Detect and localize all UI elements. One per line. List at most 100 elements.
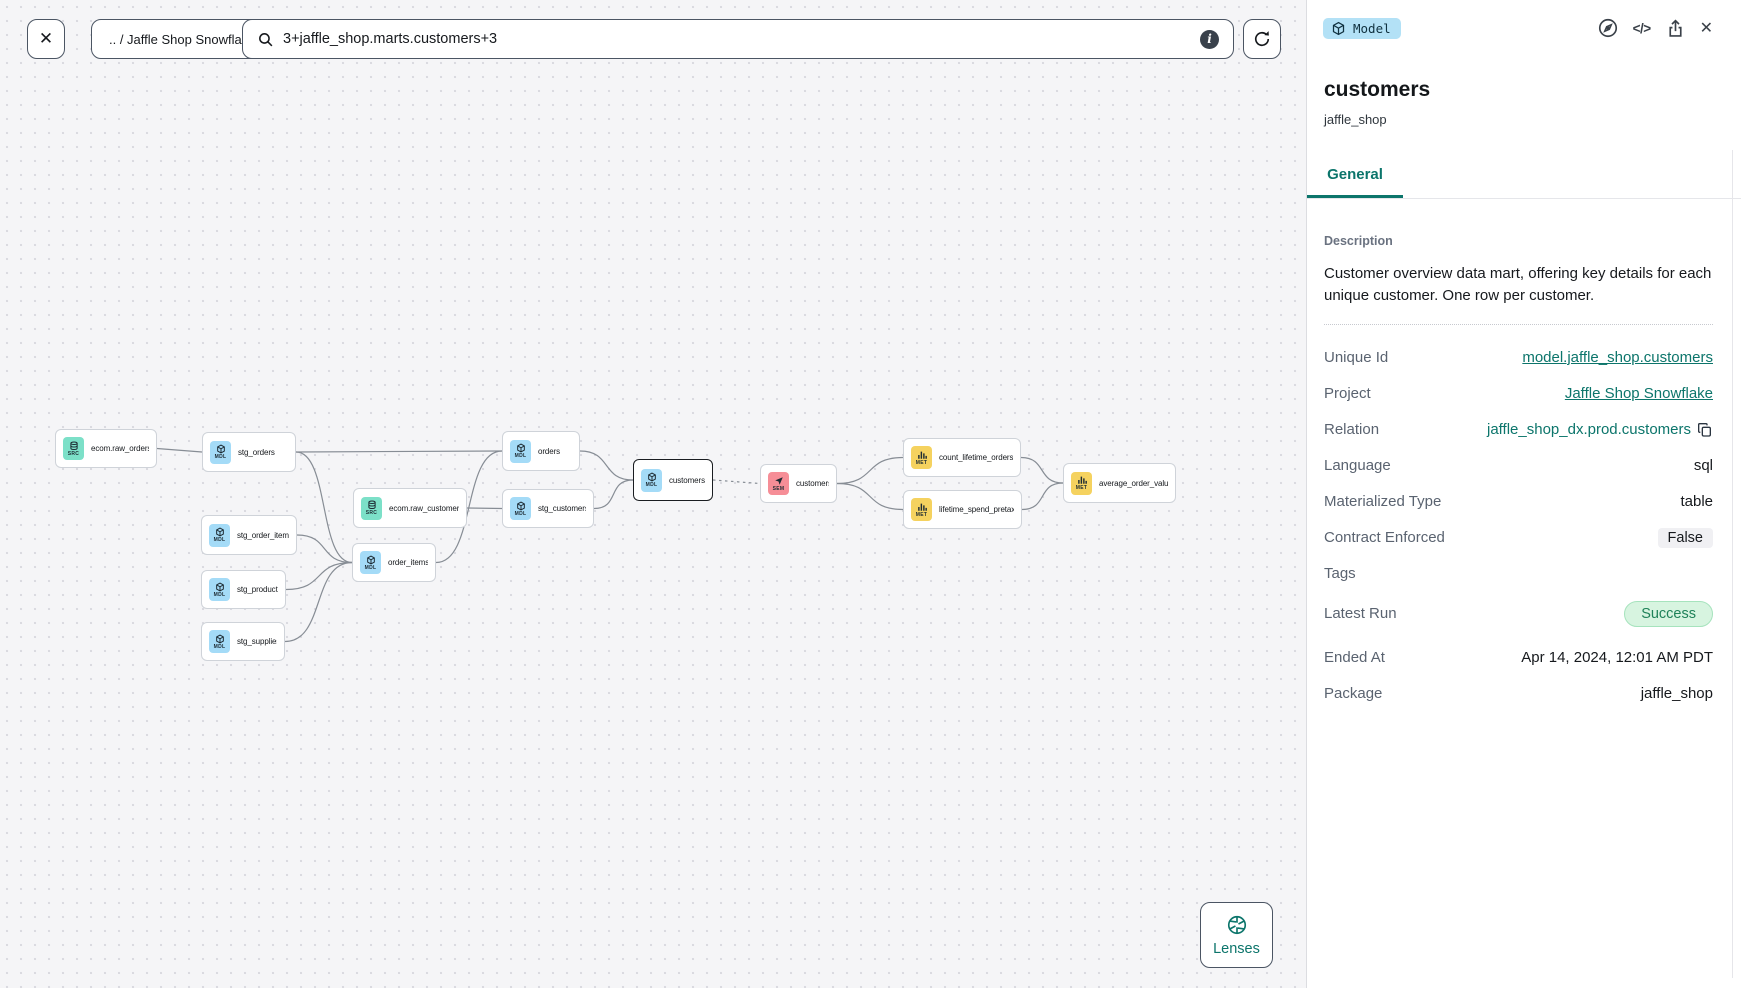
close-panel-icon[interactable]: ✕ bbox=[1699, 20, 1713, 37]
description-text: Customer overview data mart, offering ke… bbox=[1324, 265, 1712, 304]
node-label: count_lifetime_orders bbox=[939, 453, 1013, 462]
edge-customers_sem-to-count_lifetime_orders bbox=[836, 456, 904, 485]
field-label-contract-enforced: Contract Enforced bbox=[1324, 529, 1445, 546]
bar-chart-icon: MET bbox=[1071, 471, 1092, 495]
panel-actions: </> ✕ bbox=[1597, 17, 1713, 39]
copy-icon[interactable] bbox=[1697, 422, 1713, 438]
search-input[interactable] bbox=[283, 31, 1200, 47]
edge-order_items-to-orders bbox=[435, 450, 503, 564]
lenses-label: Lenses bbox=[1213, 940, 1260, 957]
node-label: stg_products bbox=[237, 585, 278, 594]
field-value-materialized-type: table bbox=[1680, 493, 1713, 510]
field-label-language: Language bbox=[1324, 457, 1391, 474]
model-type-badge: Model bbox=[1323, 17, 1401, 39]
edge-stg_order_items-to-order_items bbox=[296, 534, 353, 564]
field-value-language: sql bbox=[1693, 457, 1713, 474]
cube-icon bbox=[1331, 21, 1346, 36]
field-row-package: Package jaffle_shop bbox=[1324, 683, 1713, 705]
cube-icon: MDL bbox=[209, 630, 230, 653]
divider bbox=[1324, 323, 1713, 325]
node-label: orders bbox=[538, 446, 561, 456]
node-label: lifetime_spend_pretax bbox=[939, 505, 1014, 514]
explore-compass-icon[interactable] bbox=[1597, 17, 1619, 39]
node-label: stg_supplies bbox=[237, 637, 277, 646]
edge-stg_orders-to-order_items bbox=[295, 451, 353, 564]
field-value-latest-run: Success bbox=[1624, 600, 1713, 627]
database-icon: SRC bbox=[63, 437, 84, 460]
search-icon bbox=[257, 31, 274, 48]
lineage-node-stg_products[interactable]: MDL stg_products bbox=[201, 570, 286, 609]
field-row-tags: Tags bbox=[1324, 563, 1713, 585]
close-icon: ✕ bbox=[38, 29, 54, 48]
edge-count_lifetime_orders-to-average_order_value bbox=[1020, 456, 1064, 484]
field-label-latest-run: Latest Run bbox=[1324, 605, 1397, 622]
field-label-relation: Relation bbox=[1324, 421, 1380, 438]
lineage-node-customers[interactable]: MDL customers bbox=[633, 459, 713, 501]
edge-stg_orders-to-orders bbox=[295, 450, 503, 453]
cube-icon: MDL bbox=[641, 468, 662, 492]
cube-icon: MDL bbox=[209, 578, 230, 601]
lineage-node-customers_sem[interactable]: SEM customers bbox=[760, 464, 837, 503]
lineage-topbar: ✕ .. / Jaffle Shop Snowflake i bbox=[0, 0, 1306, 80]
refresh-button[interactable] bbox=[1243, 19, 1281, 59]
lenses-aperture-icon bbox=[1226, 914, 1248, 936]
node-label: average_order_value bbox=[1099, 478, 1168, 488]
database-icon: SRC bbox=[361, 496, 382, 520]
share-icon[interactable] bbox=[1665, 18, 1686, 39]
node-label: stg_orders bbox=[238, 447, 275, 457]
send-icon: SEM bbox=[768, 472, 789, 495]
edge-customers_sem-to-lifetime_spend_pretax bbox=[836, 482, 904, 511]
lineage-edges bbox=[156, 447, 1064, 643]
field-value-relation: jaffle_shop_dx.prod.customers bbox=[1487, 421, 1713, 438]
field-value-relation: jaffle_shop_dx.prod.customers bbox=[1486, 421, 1691, 438]
lineage-node-lifetime_spend_pretax[interactable]: MET lifetime_spend_pretax bbox=[903, 490, 1022, 529]
field-value-package: jaffle_shop bbox=[1640, 685, 1713, 702]
tab-general[interactable]: General bbox=[1307, 166, 1403, 198]
panel-tabs: General bbox=[1307, 166, 1741, 199]
field-label-package: Package bbox=[1324, 685, 1383, 702]
panel-subtitle: jaffle_shop bbox=[1324, 112, 1387, 127]
badge-label: Model bbox=[1353, 20, 1391, 36]
page-title: customers bbox=[1324, 78, 1431, 101]
edge-ecom.raw_orders-to-stg_orders bbox=[156, 447, 203, 453]
edge-stg_supplies-to-order_items bbox=[284, 561, 353, 643]
refresh-icon bbox=[1252, 29, 1272, 49]
field-label-materialized-type: Materialized Type bbox=[1324, 493, 1442, 510]
search-bar[interactable]: i bbox=[242, 19, 1234, 59]
edge-orders-to-customers bbox=[579, 450, 634, 481]
info-icon[interactable]: i bbox=[1200, 29, 1219, 49]
lineage-node-ecom.raw_orders[interactable]: SRC ecom.raw_orders bbox=[55, 429, 157, 468]
panel-header: Model </> ✕ bbox=[1307, 0, 1741, 39]
field-value-project[interactable]: Jaffle Shop Snowflake bbox=[1564, 385, 1713, 402]
field-row-latest-run: Latest Run Success bbox=[1324, 600, 1713, 627]
code-icon[interactable]: </> bbox=[1632, 20, 1652, 36]
lineage-node-stg_orders[interactable]: MDL stg_orders bbox=[202, 432, 296, 472]
close-lineage-button[interactable]: ✕ bbox=[27, 19, 65, 59]
details-panel: Model </> ✕ customers jaffle_shop Genera… bbox=[1306, 0, 1741, 988]
cube-icon: MDL bbox=[210, 440, 231, 464]
field-row-language: Language sql bbox=[1324, 455, 1713, 477]
node-label: stg_customers bbox=[538, 504, 586, 513]
lineage-node-average_order_value[interactable]: MET average_order_value bbox=[1063, 463, 1176, 503]
lenses-button[interactable]: Lenses bbox=[1200, 902, 1273, 968]
bar-chart-icon: MET bbox=[911, 498, 932, 521]
node-label: customers bbox=[669, 475, 705, 485]
node-label: stg_order_items bbox=[237, 530, 289, 540]
lineage-node-stg_supplies[interactable]: MDL stg_supplies bbox=[201, 622, 285, 661]
edge-ecom.raw_customers-to-stg_customers bbox=[466, 507, 503, 510]
field-value-unique-id[interactable]: model.jaffle_shop.customers bbox=[1522, 349, 1713, 366]
node-label: ecom.raw_orders bbox=[91, 444, 149, 453]
node-label: customers bbox=[796, 479, 829, 488]
